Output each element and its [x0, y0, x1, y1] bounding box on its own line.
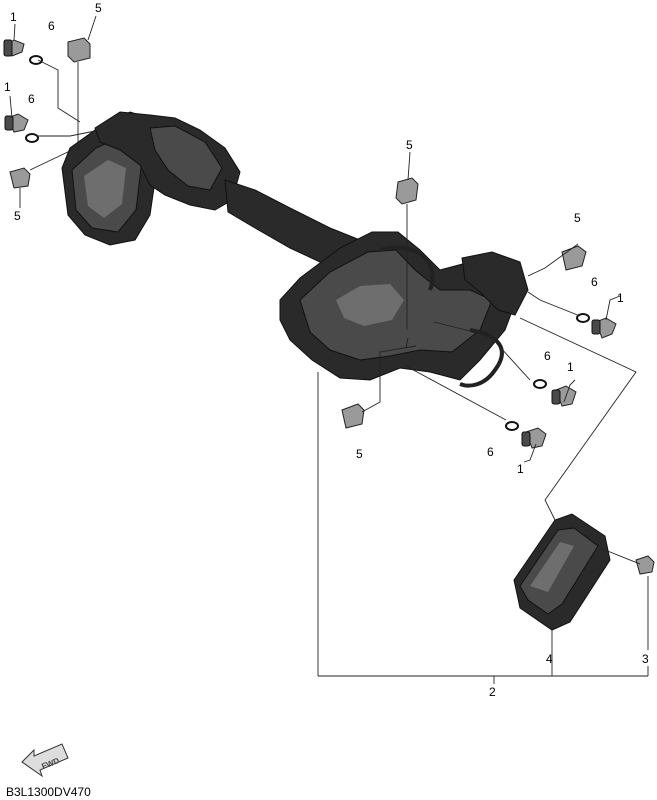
leader-lines [9, 15, 649, 684]
grommet-part [67, 37, 91, 63]
callout-5: 5 [14, 209, 21, 223]
fwd-arrow-icon: FWD [21, 743, 69, 778]
drawing-code: B3L1300DV470 [6, 785, 91, 799]
callout-1: 1 [617, 291, 624, 305]
callout-6: 6 [48, 19, 55, 33]
callout-labels: 1 6 5 1 6 5 5 5 6 1 6 1 5 6 1 4 3 2 [4, 1, 649, 699]
callout-5: 5 [574, 211, 581, 225]
washer-part [533, 379, 547, 389]
callout-6: 6 [487, 445, 494, 459]
callout-4: 4 [546, 652, 553, 666]
washer-part [29, 55, 43, 65]
headlight-stay-assembly [61, 111, 529, 388]
callout-5: 5 [95, 1, 102, 15]
bolt-part [3, 39, 25, 57]
callout-6: 6 [591, 275, 598, 289]
grommet-part [9, 167, 31, 189]
control-module-part [513, 513, 611, 631]
callout-1: 1 [517, 462, 524, 476]
grommet-part [341, 403, 365, 429]
washer-part [25, 133, 39, 143]
callout-6: 6 [28, 92, 35, 106]
callout-5: 5 [406, 138, 413, 152]
callout-2: 2 [489, 685, 496, 699]
callout-3: 3 [642, 652, 649, 666]
bolt-part [521, 427, 547, 449]
grommet-part [561, 245, 587, 271]
callout-1: 1 [4, 80, 11, 94]
callout-5: 5 [356, 447, 363, 461]
callout-1: 1 [10, 10, 17, 24]
washer-part [505, 421, 519, 431]
screw-part [635, 555, 655, 575]
bolt-part [591, 317, 617, 339]
callout-6: 6 [544, 349, 551, 363]
grommet-part [395, 177, 419, 205]
callout-1: 1 [567, 360, 574, 374]
bolt-part [4, 113, 29, 133]
bolt-part [551, 385, 577, 407]
